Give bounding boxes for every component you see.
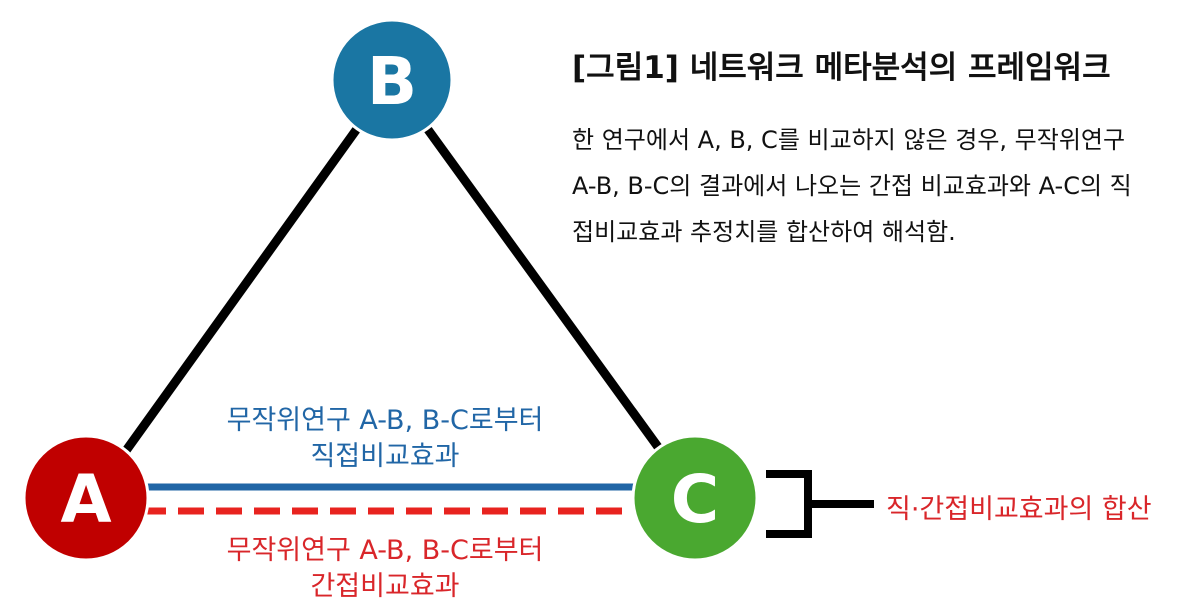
node-a-circle: [22, 434, 150, 562]
direct-label-line1: 무작위연구 A-B, B-C로부터: [226, 405, 544, 436]
combined-effect-label: 직·간접비교효과의 합산: [886, 494, 1152, 525]
figure-description: 한 연구에서 A, B, C를 비교하지 않은 경우, 무작위연구 A-B, B…: [572, 117, 1184, 255]
node-b: B: [330, 18, 454, 142]
edge-a-b: [88, 77, 396, 501]
direct-label-line2: 직접비교효과: [310, 441, 460, 472]
direct-comparison-label: 무작위연구 A-B, B-C로부터 직접비교효과: [175, 403, 595, 475]
node-c: C: [631, 434, 759, 562]
node-a-label: A: [60, 461, 111, 538]
description-line-1: 한 연구에서 A, B, C를 비교하지 않은 경우, 무작위연구: [572, 126, 1126, 154]
node-c-label: C: [671, 461, 719, 538]
figure-title: [그림1] 네트워크 메타분석의 프레임워크: [572, 50, 1111, 86]
description-line-3: 접비교효과 추정치를 합산하여 해석함.: [572, 218, 956, 246]
description-line-2: A-B, B-C의 결과에서 나오는 간접 비교효과와 A-C의 직: [572, 172, 1132, 200]
indirect-comparison-label: 무작위연구 A-B, B-C로부터 간접비교효과: [175, 533, 595, 605]
node-b-circle: [330, 18, 454, 142]
combine-bracket: [766, 470, 812, 538]
node-a: A: [22, 434, 150, 562]
edge-b-c: [388, 77, 699, 501]
node-c-circle: [631, 434, 759, 562]
indirect-label-line2: 간접비교효과: [310, 571, 460, 602]
indirect-label-line1: 무작위연구 A-B, B-C로부터: [226, 535, 544, 566]
node-b-label: B: [367, 43, 417, 120]
